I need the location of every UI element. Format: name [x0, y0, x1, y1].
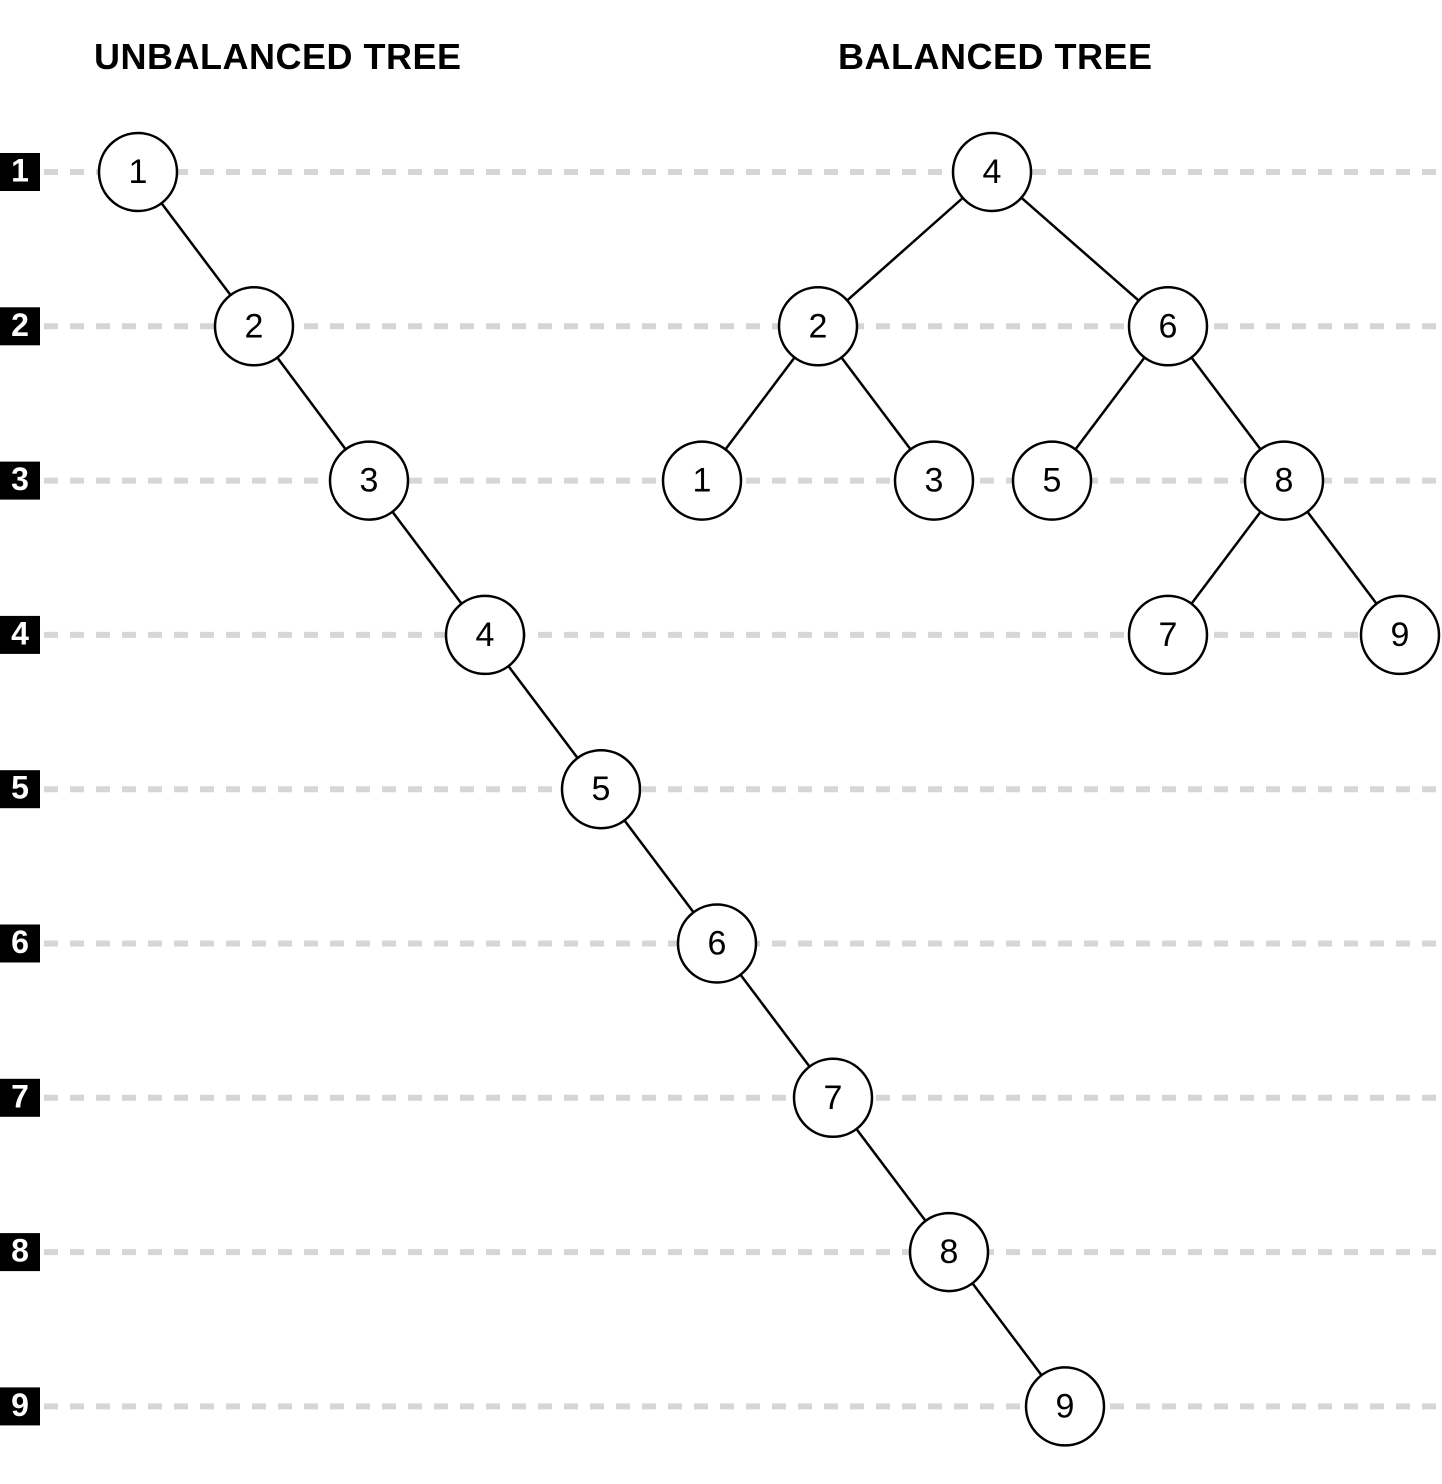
unbalanced-node-circle-9 [1024, 1366, 1106, 1447]
unbalanced-edge-u4-u5 [507, 665, 579, 759]
level-label-4: 4 [11, 615, 29, 651]
balanced-node-label-5: 5 [1043, 462, 1062, 500]
unbalanced-node-6: 6 [676, 903, 758, 984]
unbalanced-node-1: 1 [97, 131, 179, 213]
level-badge-4 [0, 615, 40, 654]
unbalanced-node-label-4: 4 [476, 616, 495, 654]
level-label-5: 5 [11, 770, 29, 806]
balanced-node-6: 6 [1127, 286, 1209, 367]
balanced-edge-b8-b7 [1190, 511, 1262, 605]
balanced-node-label-7: 7 [1159, 616, 1178, 654]
unbalanced-node-5: 5 [560, 748, 642, 830]
balanced-tree-title: BALANCED TREE [838, 36, 1153, 77]
balanced-node-label-3: 3 [925, 462, 944, 500]
unbalanced-node-circle-4 [444, 594, 526, 676]
level-label-6: 6 [11, 924, 29, 960]
unbalanced-node-label-2: 2 [245, 307, 264, 345]
balanced-node-circle-6 [1127, 286, 1209, 367]
unbalanced-node-circle-8 [908, 1211, 990, 1293]
balanced-node-circle-3 [893, 440, 975, 521]
unbalanced-node-4: 4 [444, 594, 526, 676]
unbalanced-node-circle-6 [676, 903, 758, 984]
balanced-node-1: 1 [661, 440, 743, 521]
balanced-node-label-6: 6 [1159, 307, 1178, 345]
balanced-edge-b2-b3 [840, 356, 912, 451]
balanced-node-9: 9 [1359, 594, 1441, 676]
balanced-edge-b4-b2 [846, 196, 964, 302]
balanced-node-8: 8 [1243, 440, 1325, 521]
unbalanced-edge-u5-u6 [623, 819, 695, 914]
balanced-node-3: 3 [893, 440, 975, 521]
balanced-node-label-4: 4 [983, 153, 1002, 191]
unbalanced-node-label-6: 6 [708, 924, 727, 962]
unbalanced-node-circle-5 [560, 748, 642, 830]
balanced-node-2: 2 [777, 286, 859, 367]
balanced-edge-b2-b1 [724, 356, 796, 451]
level-badge-2 [0, 307, 40, 346]
unbalanced-node-2: 2 [213, 286, 295, 367]
unbalanced-node-label-8: 8 [940, 1233, 959, 1271]
balanced-node-circle-8 [1243, 440, 1325, 521]
balanced-node-7: 7 [1127, 594, 1209, 676]
balanced-edge-b8-b9 [1306, 511, 1378, 605]
level-badge-6 [0, 924, 40, 963]
balanced-edge-b4-b6 [1020, 196, 1140, 302]
balanced-edge-b6-b8 [1190, 356, 1262, 451]
tree-edges [160, 196, 1378, 1376]
balanced-node-circle-5 [1011, 440, 1093, 521]
unbalanced-node-label-9: 9 [1056, 1387, 1075, 1425]
unbalanced-node-7: 7 [792, 1057, 874, 1139]
balanced-node-label-1: 1 [693, 462, 712, 500]
balanced-node-circle-7 [1127, 594, 1209, 676]
level-badge-1 [0, 153, 40, 191]
balanced-node-5: 5 [1011, 440, 1093, 521]
tree-nodes: 1 2 3 4 5 6 7 8 9 4 2 6 1 3 5 8 7 9 [97, 131, 1441, 1447]
level-badge-8 [0, 1233, 40, 1272]
level-badge-3 [0, 461, 40, 500]
balanced-node-label-2: 2 [809, 307, 828, 345]
balanced-node-circle-9 [1359, 594, 1441, 676]
balanced-node-4: 4 [951, 131, 1033, 213]
unbalanced-edge-u7-u8 [855, 1128, 927, 1222]
balanced-node-circle-2 [777, 286, 859, 367]
level-label-3: 3 [11, 461, 29, 497]
unbalanced-node-label-7: 7 [824, 1079, 843, 1117]
unbalanced-node-3: 3 [328, 440, 410, 521]
balanced-node-label-8: 8 [1275, 462, 1294, 500]
unbalanced-tree-title: UNBALANCED TREE [94, 36, 462, 77]
unbalanced-node-label-3: 3 [360, 462, 379, 500]
balanced-node-circle-4 [951, 131, 1033, 213]
level-label-9: 9 [11, 1387, 29, 1423]
unbalanced-node-label-5: 5 [592, 770, 611, 808]
level-label-1: 1 [11, 152, 29, 188]
level-label-2: 2 [11, 307, 29, 343]
unbalanced-edge-u2-u3 [276, 356, 347, 451]
level-badge-5 [0, 770, 40, 809]
unbalanced-node-circle-2 [213, 286, 295, 367]
unbalanced-node-label-1: 1 [129, 153, 148, 191]
unbalanced-node-circle-1 [97, 131, 179, 213]
balanced-node-circle-1 [661, 440, 743, 521]
unbalanced-node-8: 8 [908, 1211, 990, 1293]
balanced-node-label-9: 9 [1391, 616, 1410, 654]
level-badge-7 [0, 1078, 40, 1117]
level-labels: 1 2 3 4 5 6 7 8 9 [0, 152, 40, 1426]
unbalanced-edge-u8-u9 [971, 1282, 1043, 1376]
level-label-7: 7 [11, 1078, 29, 1114]
level-badge-9 [0, 1387, 40, 1426]
unbalanced-edge-u1-u2 [160, 202, 232, 296]
unbalanced-edge-u3-u4 [391, 511, 463, 605]
unbalanced-node-circle-7 [792, 1057, 874, 1139]
unbalanced-node-circle-3 [328, 440, 410, 521]
unbalanced-edge-u6-u7 [739, 973, 811, 1068]
level-label-8: 8 [11, 1233, 29, 1269]
balanced-edge-b6-b5 [1074, 356, 1146, 451]
unbalanced-node-9: 9 [1024, 1366, 1106, 1447]
